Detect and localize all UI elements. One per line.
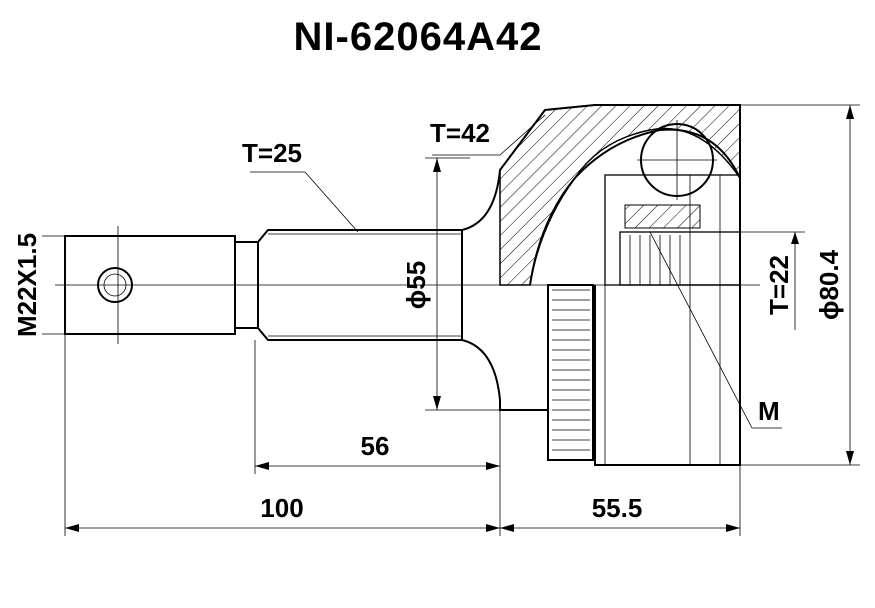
- dim-inner-spline: T=22: [740, 231, 805, 330]
- marker-leader: M: [649, 231, 782, 429]
- dim-seal-diameter: ϕ55: [401, 157, 500, 411]
- inner-spline-label: T=22: [764, 255, 794, 315]
- length-100-label: 100: [260, 493, 303, 523]
- dim-length-56: 56: [254, 340, 501, 536]
- shaft-neck: [235, 241, 258, 329]
- housing: [461, 104, 741, 466]
- seal-diameter-label: ϕ55: [401, 261, 431, 309]
- thread-label: M22X1.5: [12, 233, 42, 337]
- abs-ring: [547, 284, 594, 461]
- cup-spline-label: T=42: [430, 118, 490, 148]
- dim-outer-diameter: ϕ80.4: [740, 104, 860, 466]
- threaded-end: [64, 226, 236, 344]
- dim-thread: M22X1.5: [12, 233, 65, 337]
- dim-shaft-spline: T=25: [242, 138, 359, 233]
- outer-diameter-label: ϕ80.4: [814, 249, 844, 320]
- marker-label: M: [758, 396, 780, 426]
- dim-cup-spline: T=42: [430, 114, 546, 156]
- length-56-label: 56: [361, 431, 390, 461]
- dim-length-100: 100: [64, 334, 500, 536]
- part-number-title: NI-62064A42: [294, 15, 543, 59]
- length-55-5-label: 55.5: [592, 493, 643, 523]
- shaft-spline-label: T=25: [242, 138, 302, 168]
- dim-length-55-5: 55.5: [500, 465, 741, 536]
